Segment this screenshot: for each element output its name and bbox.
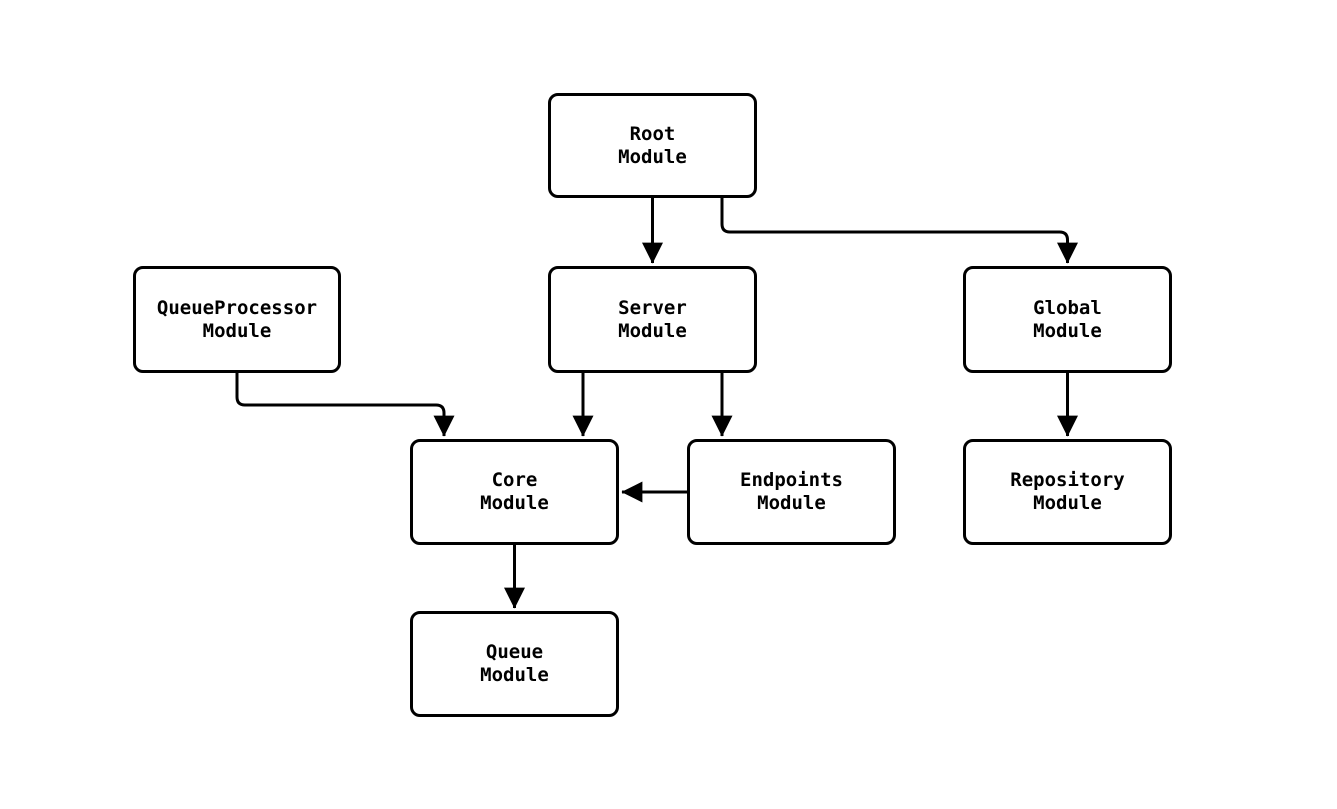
node-queue-module: Queue Module [410,611,619,717]
node-core-module: Core Module [410,439,619,545]
node-root-module: Root Module [548,93,757,198]
node-endpoints-module: Endpoints Module [687,439,896,545]
node-server-module: Server Module [548,266,757,373]
node-global-module: Global Module [963,266,1172,373]
edge-root-to-global-arrow [720,198,1078,264]
node-repository-module: Repository Module [963,439,1172,545]
node-queueprocessor-module: QueueProcessor Module [133,266,341,373]
edge-queueprocessor-to-core-arrow [235,373,455,437]
